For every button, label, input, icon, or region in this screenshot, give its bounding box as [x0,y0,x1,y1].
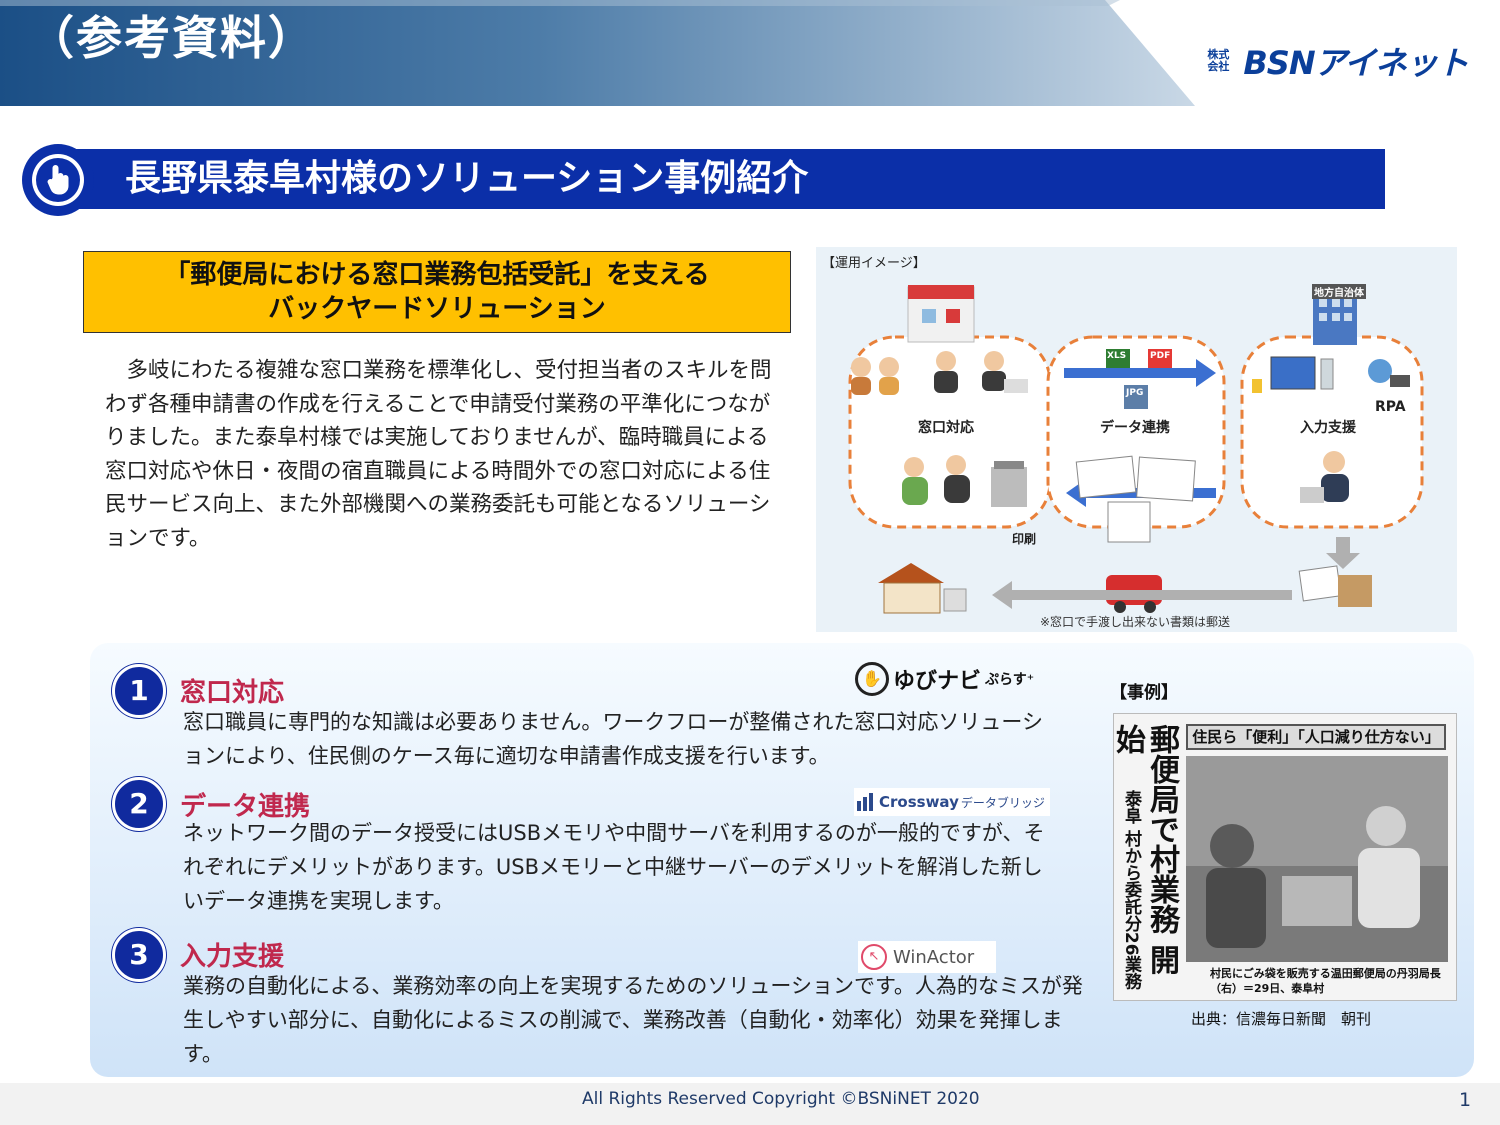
footer-copyright: All Rights Reserved Copyright ©BSNiNET 2… [582,1089,980,1109]
yubinavi-logo: ✋ ゆびナビ ぷらす⁺ [855,662,1034,696]
item-title-data: データ連携 [180,792,311,822]
item-desc-madoguchi: 窓口職員に専門的な知識は必要ありません。ワークフローが整備された窓口対応ソリュー… [183,710,1043,768]
highlight-box: 「郵便局における窓口業務包括受託」を支える バックヤードソリューション [83,251,791,333]
newspaper-headline: 郵便局で村業務 開始 [1113,724,1179,975]
highlight-line1: 「郵便局における窓口業務包括受託」を支える [164,260,710,290]
footer-bar [0,1083,1500,1125]
item-title-madoguchi: 窓口対応 [180,678,285,708]
case-source: 出典：信濃毎日新聞 朝刊 [1191,1010,1372,1028]
case-label: 【事例】 [1110,683,1178,703]
newspaper-photo-caption: 村民にごみ袋を販売する温田郵便局の丹羽局長（右）＝29日、泰阜村 [1210,967,1441,995]
newspaper-photo [1186,756,1448,962]
filetype-pdf: PDF [1150,351,1171,361]
hand-pointer-icon [47,165,69,195]
description-text: 多岐にわたる複雑な窓口業務を標準化し、受付担当者のスキルを問わず各種申請書の作成… [105,358,772,551]
item-number-2: 2 [112,777,166,831]
label-rpa: RPA [1375,399,1406,415]
crossway-logo: Crossway データブリッジ [854,788,1050,816]
diagram-caption: 【運用イメージ】 [822,256,926,271]
crossway-sub: データブリッジ [960,795,1045,810]
filetype-jpg: JPG [1126,388,1144,398]
crossway-bars-icon [857,793,873,811]
label-data: データ連携 [1100,420,1170,436]
newspaper-clipping: 住民ら「便利」「人口減り仕方ない」 郵便局で村業務 開始 泰阜 村から委託分26… [1113,713,1457,1001]
label-madoguchi: 窓口対応 [918,420,974,436]
newspaper-subheadline: 泰阜 村から委託分26業務 [1121,790,1141,990]
item-desc-data: ネットワーク間のデータ授受にはUSBメモリや中間サーバを利用するのが一般的ですが… [183,821,1045,913]
section-bar [60,149,1385,209]
company-logo: 株式会社 BSNアイネット [1207,38,1469,84]
newspaper-banner: 住民ら「便利」「人口減り仕方ない」 [1186,724,1446,750]
winactor-logo: ↖ WinActor [858,941,996,973]
operation-diagram [848,285,1424,614]
logo-kabushiki: 株式会社 [1207,48,1230,73]
header-banner [0,0,1500,106]
diagram-note: ※窓口で手渡し出来ない書類は郵送 [1040,615,1231,629]
hand-logo-icon: ✋ [855,662,889,696]
header-title: （参考資料） [28,11,316,65]
gov-label: 地方自治体 [1312,284,1366,299]
crossway-name: Crossway [879,793,959,811]
section-title: 長野県泰阜村様のソリューション事例紹介 [125,158,809,199]
yubinavi-name: ゆびナビ [893,669,982,694]
item-title-input: 入力支援 [180,942,285,972]
winactor-name: WinActor [893,946,975,968]
filetype-xls: XLS [1107,351,1127,361]
label-input: 入力支援 [1300,420,1356,436]
item-number-1: 1 [112,664,166,718]
highlight-line2: バックヤードソリューション [268,294,606,324]
yubinavi-sub: ぷらす⁺ [985,672,1035,688]
logo-name: BSNアイネット [1243,44,1469,82]
page-number: 1 [1459,1089,1472,1111]
item-number-3: 3 [112,928,166,982]
item-desc-input: 業務の自動化による、業務効率の向上を実現するためのソリューションです。人為的なミ… [183,974,1083,1066]
label-print: 印刷 [1012,532,1037,546]
winactor-arrow-icon: ↖ [861,944,887,970]
